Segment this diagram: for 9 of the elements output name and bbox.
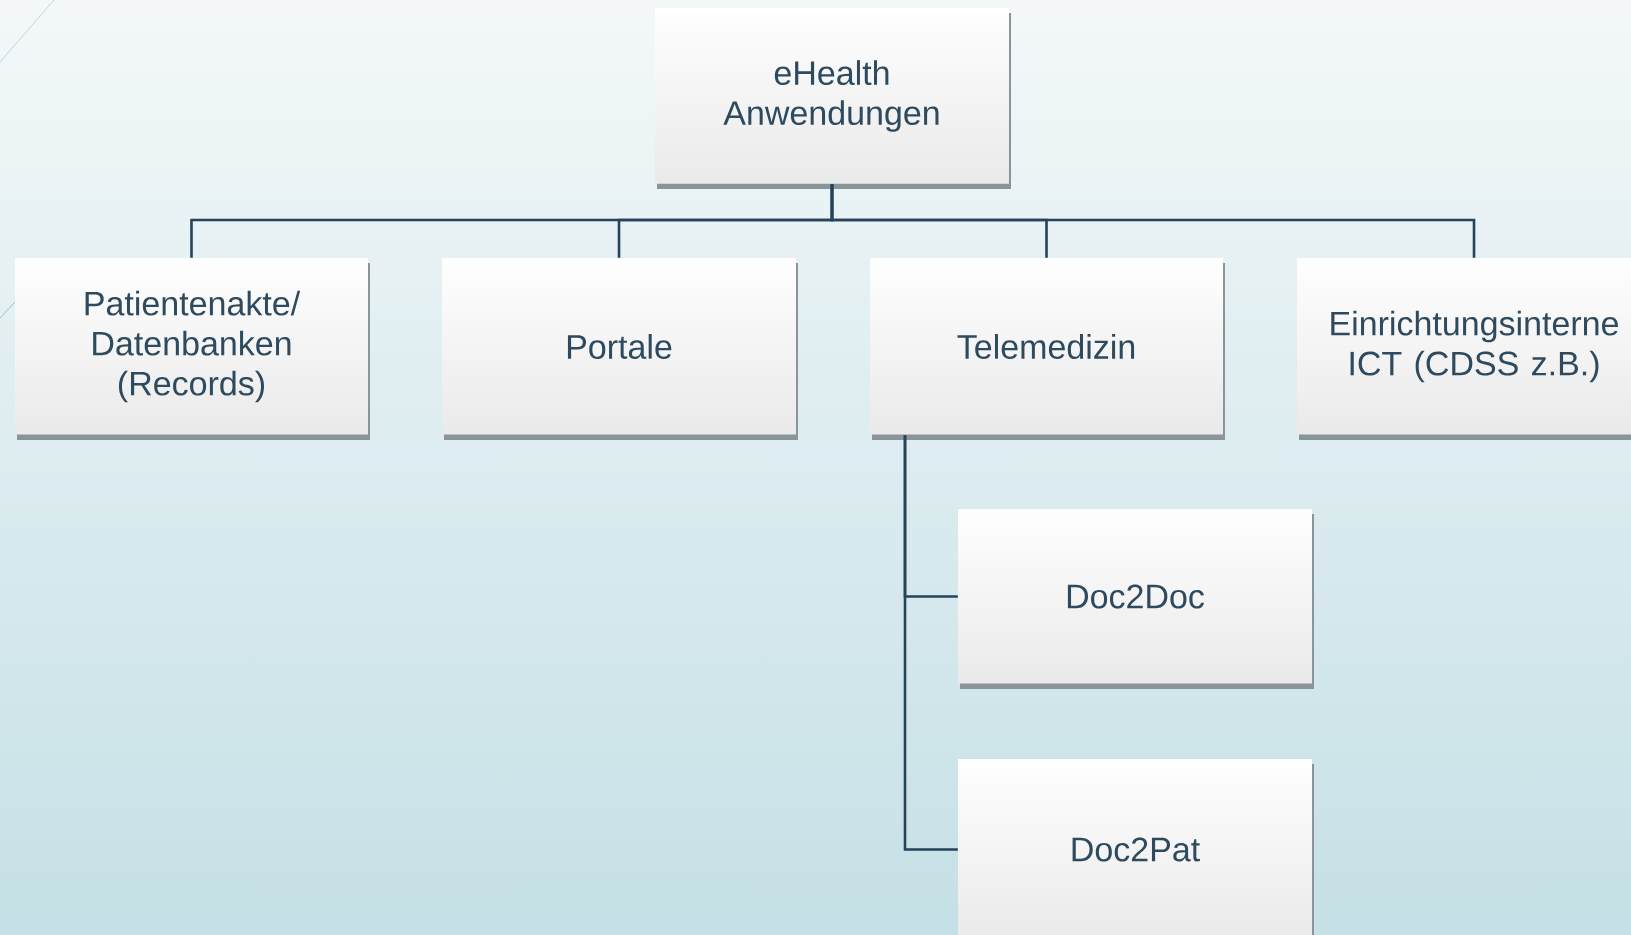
connector-line xyxy=(903,435,958,851)
category-box: Einrichtungsinterne ICT (CDSS z.B.) xyxy=(1297,258,1631,440)
category-box: Doc2Pat xyxy=(958,759,1314,935)
category-box: eHealth Anwendungen xyxy=(655,8,1011,189)
category-box: Patientenakte/ Datenbanken (Records) xyxy=(15,258,370,440)
category-box: Telemedizin xyxy=(870,258,1225,440)
connector-line xyxy=(830,184,1476,258)
category-box: Portale xyxy=(442,258,798,440)
category-box: Doc2Doc xyxy=(958,509,1314,689)
